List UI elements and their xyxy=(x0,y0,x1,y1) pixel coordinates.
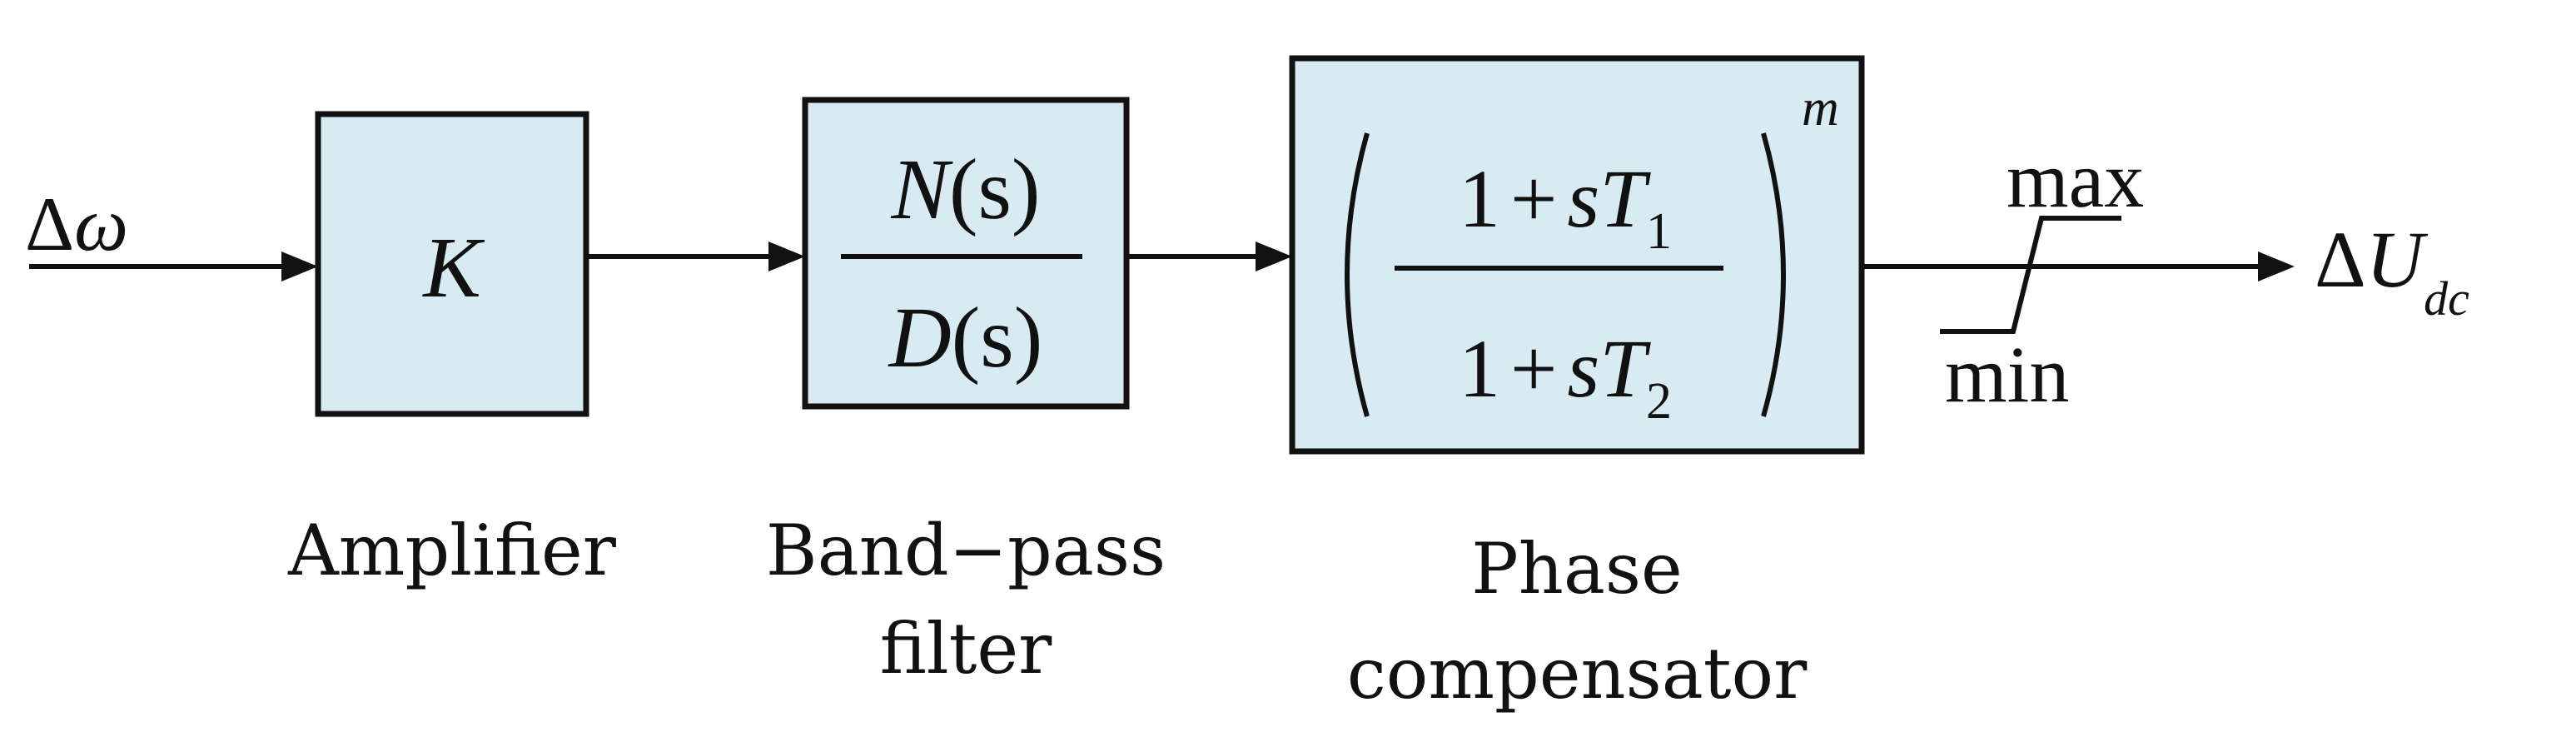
compensator-exponent: m xyxy=(1802,80,1839,137)
filter-denominator: D(s) xyxy=(888,290,1043,386)
input-delta-symbol: Δ xyxy=(25,182,74,266)
output-signal-label: ΔUdc xyxy=(2315,215,2469,326)
compensator-caption-line2: compensator xyxy=(1347,633,1808,715)
input-signal-label: Δω xyxy=(25,182,128,266)
compensator-caption-line1: Phase xyxy=(1471,528,1683,610)
numerator-argument: (s) xyxy=(949,142,1041,237)
arrow-filter-to-compensator xyxy=(1126,242,1292,271)
limiter-min-label: min xyxy=(1945,330,2069,419)
bandpass-filter-block: N(s) D(s) xyxy=(802,97,1130,410)
arrow-amplifier-to-filter xyxy=(586,242,805,271)
compensator-numerator: 1+sT1 xyxy=(1459,152,1672,260)
output-dc-subscript: dc xyxy=(2424,271,2469,326)
right-parenthesis xyxy=(1761,132,1786,417)
filter-numerator: N(s) xyxy=(890,142,1040,237)
input-arrow xyxy=(29,251,318,281)
amplifier-caption: Amplifier xyxy=(287,510,617,591)
output-arrow xyxy=(1862,251,2295,281)
amplifier-gain: K xyxy=(421,220,485,316)
limiter-symbol: max min xyxy=(1940,135,2144,419)
svg-text:Δω: Δω xyxy=(25,182,128,266)
input-omega-symbol: ω xyxy=(74,182,128,266)
denominator-argument: (s) xyxy=(952,290,1043,386)
amplifier-block: K xyxy=(315,111,589,417)
bandpass-caption-line2: filter xyxy=(880,608,1052,690)
numerator-function: N xyxy=(890,142,953,237)
output-delta-symbol: Δ xyxy=(2315,215,2366,304)
limiter-max-label: max xyxy=(2007,135,2144,224)
bandpass-caption-line1: Band−pass xyxy=(766,510,1166,591)
output-u-symbol: U xyxy=(2366,215,2429,304)
svg-text:ΔUdc: ΔUdc xyxy=(2315,215,2469,326)
phase-compensator-block: 1+sT1 1+sT2 m xyxy=(1289,55,1865,455)
denominator-function: D xyxy=(888,290,952,386)
left-parenthesis xyxy=(1345,132,1370,417)
compensator-denominator: 1+sT2 xyxy=(1459,322,1672,430)
